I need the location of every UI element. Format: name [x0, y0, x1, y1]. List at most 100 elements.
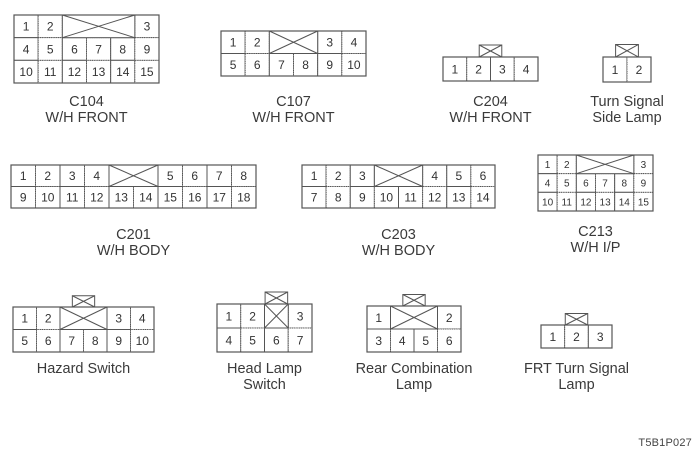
- pin-number: 2: [475, 62, 482, 76]
- connector-outline: [10, 164, 257, 209]
- unused-cavity-x-icon: [373, 164, 424, 187]
- pin-number: 7: [278, 58, 285, 72]
- pin-number: 2: [335, 169, 342, 183]
- pin-number: 7: [68, 334, 75, 348]
- pin-number: 7: [297, 333, 304, 347]
- pin-number: 3: [144, 20, 151, 34]
- caption-title: C204: [473, 94, 508, 110]
- connector-head-lamp-switch: 1 2 3 4 5 6 7: [216, 291, 313, 353]
- pin-cell: [134, 14, 160, 39]
- pin-number: 3: [375, 334, 382, 348]
- pin-number: 13: [115, 191, 129, 205]
- caption-subtitle: W/H FRONT: [449, 110, 532, 126]
- pin-number: 12: [68, 65, 82, 79]
- pin-number: 4: [139, 312, 146, 326]
- pin-number: 6: [254, 58, 261, 72]
- pin-number: 6: [71, 42, 78, 56]
- pin-number: 1: [20, 169, 27, 183]
- pin-number: 3: [499, 62, 506, 76]
- locking-key-icon: [564, 313, 589, 326]
- connector-face: 1 2 3 4 5 6 7: [216, 291, 313, 353]
- pin-number: 11: [66, 191, 79, 205]
- pin-number: 4: [93, 169, 100, 183]
- pin-number: 5: [455, 169, 462, 183]
- unused-cavity-x-icon: [59, 306, 108, 330]
- pin-number: 7: [216, 169, 223, 183]
- caption-title: Head Lamp: [227, 361, 302, 377]
- pin-number: 2: [249, 309, 256, 323]
- pin-number: 3: [326, 36, 333, 50]
- pin-number: 18: [237, 191, 251, 205]
- pin-number: 1: [21, 312, 28, 326]
- pin-number: 2: [564, 160, 570, 171]
- connector-outline: [301, 164, 496, 209]
- caption-title: C213: [578, 224, 613, 240]
- pin-number: 12: [428, 191, 442, 205]
- connector-outline: [220, 30, 367, 77]
- caption-title: Hazard Switch: [36, 361, 131, 377]
- pin-number: 2: [446, 311, 453, 325]
- locking-key-icon: [615, 44, 639, 58]
- unused-cavity-x-icon: [264, 303, 289, 329]
- pin-number: 4: [226, 333, 233, 347]
- pin-cell: [37, 59, 63, 84]
- pin-number: 5: [249, 333, 256, 347]
- connector-outline: [442, 56, 539, 82]
- pin-number: 2: [636, 63, 643, 77]
- pin-number: 8: [92, 334, 99, 348]
- pin-number: 9: [20, 191, 27, 205]
- pin-number: 5: [21, 334, 28, 348]
- pin-number: 5: [564, 179, 570, 190]
- pin-number: 3: [359, 169, 366, 183]
- pin-cell: [86, 37, 112, 61]
- pin-number: 3: [115, 312, 122, 326]
- caption-title: Turn Signal: [590, 94, 664, 110]
- pin-number: 7: [311, 191, 318, 205]
- pin-number: 6: [480, 169, 487, 183]
- pin-number: 3: [597, 330, 604, 344]
- pin-number: 5: [230, 58, 237, 72]
- caption-title: C104: [69, 94, 104, 110]
- pin-number: 6: [273, 333, 280, 347]
- pin-number: 6: [45, 334, 52, 348]
- pin-number: 3: [297, 309, 304, 323]
- unused-cavity-x-icon: [61, 14, 136, 39]
- pin-number: 13: [92, 65, 106, 79]
- pin-number: 9: [359, 191, 366, 205]
- pin-number: 6: [583, 179, 589, 190]
- pin-number: 9: [144, 42, 151, 56]
- connector-outline: [537, 154, 654, 212]
- pin-number: 13: [600, 197, 612, 208]
- pin-number: 14: [476, 191, 490, 205]
- pin-number: 17: [213, 191, 227, 205]
- locking-key-icon: [71, 295, 96, 308]
- pin-number: 7: [95, 42, 102, 56]
- pin-cell: [86, 59, 112, 84]
- pin-number: 4: [523, 62, 530, 76]
- pin-number: 4: [545, 179, 551, 190]
- pin-number: 12: [90, 191, 104, 205]
- pin-cell: [134, 59, 160, 84]
- pin-number: 5: [167, 169, 174, 183]
- pin-number: 10: [380, 191, 394, 205]
- pin-number: 8: [621, 179, 627, 190]
- pin-number: 9: [326, 58, 333, 72]
- caption-subtitle: W/H FRONT: [45, 110, 128, 126]
- pin-number: 10: [136, 334, 150, 348]
- pin-cell: [37, 14, 63, 39]
- unused-cavity-x-icon: [108, 164, 159, 187]
- pin-number: 13: [452, 191, 466, 205]
- pin-number: 1: [226, 309, 233, 323]
